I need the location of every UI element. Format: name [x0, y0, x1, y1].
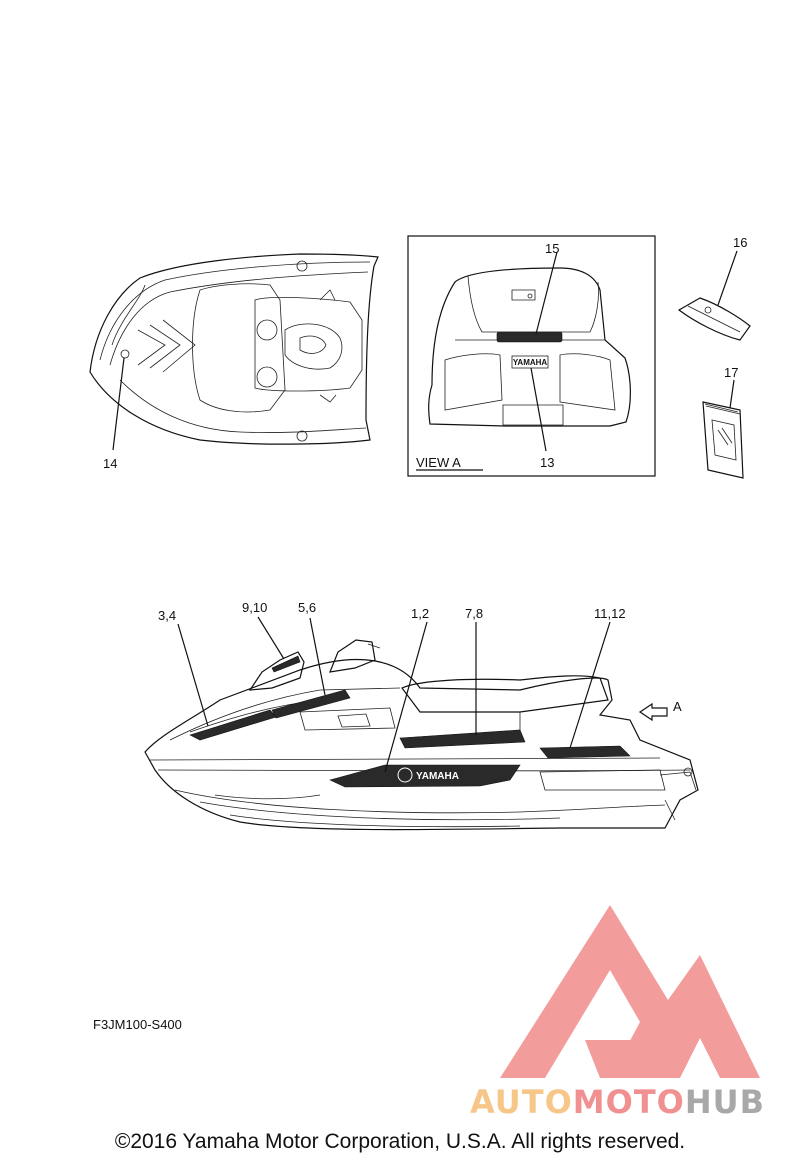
yamaha-side-decal-text: YAMAHA — [416, 771, 459, 782]
yamaha-plate-text: YAMAHA — [513, 358, 548, 367]
watermark-text: AUTOMOTOHUB — [470, 1083, 765, 1121]
callout-7-8: 7,8 — [465, 606, 483, 621]
view-a-panel: YAMAHA 15 13 VIEW A — [407, 235, 656, 477]
copyright-notice: ©2016 Yamaha Motor Corporation, U.S.A. A… — [114, 1130, 686, 1153]
watermark-part-moto: MOTO — [572, 1083, 685, 1121]
callout-5-6: 5,6 — [298, 600, 316, 615]
callout-13: 13 — [540, 455, 554, 470]
watercraft-side-view: YAMAHA 3,4 9,10 5,6 1,2 7,8 11,12 A — [144, 600, 699, 831]
callout-14: 14 — [103, 456, 117, 471]
callout-11-12: 11,12 — [594, 606, 626, 621]
part-17: 17 — [702, 365, 744, 479]
callout-15: 15 — [545, 241, 559, 256]
watermark-part-hub: HUB — [684, 1083, 766, 1121]
callout-9-10: 9,10 — [242, 600, 267, 615]
deck-top-view: 14 — [89, 253, 379, 471]
automotohub-logo — [500, 905, 760, 1078]
view-a-arrow-icon — [638, 702, 668, 722]
watermark-part-auto: AUTO — [470, 1083, 573, 1121]
part-16: 16 — [677, 235, 751, 341]
callout-3-4: 3,4 — [158, 608, 176, 623]
drawing-code: F3JM100-S400 — [93, 1017, 182, 1032]
view-a-label: VIEW A — [416, 455, 461, 470]
callout-17: 17 — [724, 365, 738, 380]
callout-16: 16 — [733, 235, 747, 250]
arrow-label: A — [673, 699, 682, 714]
callout-1-2: 1,2 — [411, 606, 429, 621]
